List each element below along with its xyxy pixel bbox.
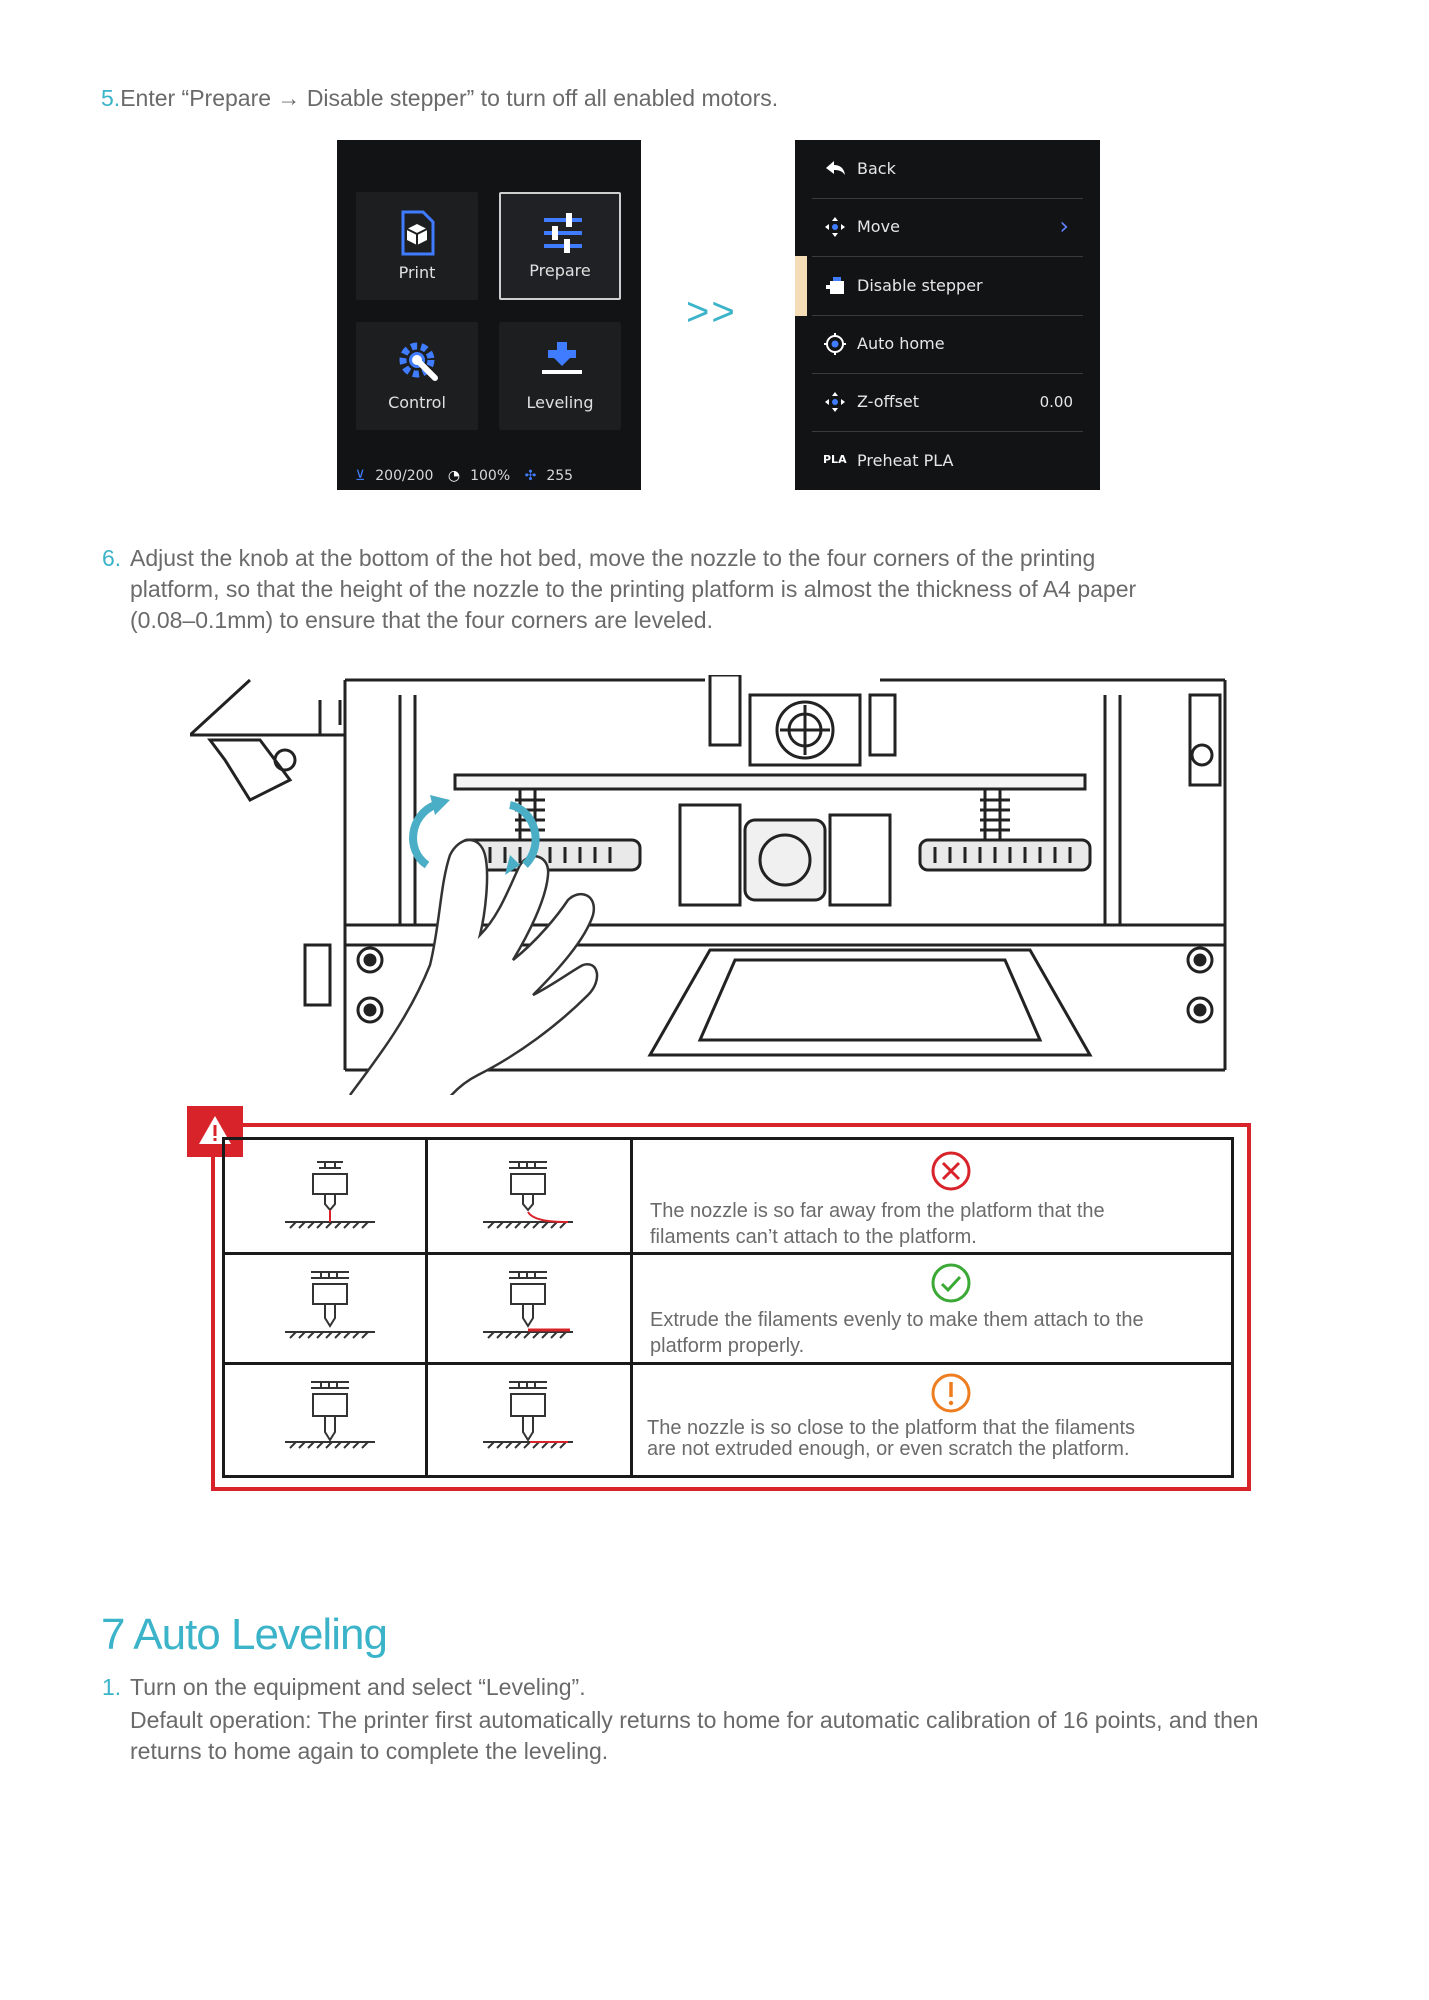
home-target-icon: [824, 333, 846, 355]
check-circle-icon: [931, 1263, 971, 1303]
menu-item-back-label: Back: [857, 159, 896, 178]
speed-icon: ◔: [447, 468, 461, 484]
nozzle-close-diagram: [285, 1381, 375, 1449]
tile-prepare[interactable]: Prepare: [499, 192, 621, 300]
status-bar: ⊻ 200/200 ◔ 100% ✣ 255: [355, 468, 583, 490]
back-arrow-icon: [826, 161, 845, 175]
nozzle-temp-icon: ⊻: [355, 468, 366, 484]
print-speed: 100%: [470, 468, 511, 484]
row-far-line-1: The nozzle is so far away from the platf…: [650, 1200, 1105, 1222]
menu-item-auto-home[interactable]: Auto home: [812, 315, 1083, 374]
step6-text: Adjust the knob at the bottom of the hot…: [130, 543, 1310, 636]
tile-leveling[interactable]: Leveling: [499, 322, 621, 430]
section7-step1-line-1: Default operation: The printer first aut…: [130, 1707, 1259, 1733]
flow-arrow: >>: [686, 290, 737, 334]
menu-item-disable-stepper-label: Disable stepper: [857, 276, 983, 295]
chevron-right-icon: ›: [1059, 212, 1069, 240]
step6-number: 6.: [102, 543, 121, 574]
fan-icon: ✣: [524, 468, 537, 484]
nozzle-proper-diagram: [285, 1271, 375, 1339]
selection-indicator: [795, 256, 807, 316]
control-gear-wrench-icon: [399, 342, 438, 381]
section-7-title: 7 Auto Leveling: [101, 1610, 388, 1659]
tile-print-label: Print: [398, 263, 436, 282]
step6-line-3: (0.08–0.1mm) to ensure that the four cor…: [130, 607, 713, 633]
nozzle-far-diagram: [483, 1161, 573, 1229]
table-divider: [225, 1252, 1231, 1255]
tile-control[interactable]: Control: [356, 322, 478, 430]
table-divider: [225, 1362, 1231, 1365]
step5-body: Enter “Prepare → Disable stepper” to tur…: [120, 85, 779, 111]
printer-bed-knob-illustration: [190, 675, 1227, 1095]
x-circle-icon: [931, 1151, 971, 1191]
menu-item-preheat-pla-label: Preheat PLA: [857, 451, 954, 470]
leveling-result-table-frame: [211, 1123, 1251, 1491]
row-close-line-1: The nozzle is so close to the platform t…: [647, 1417, 1136, 1439]
nozzle-close-diagram: [483, 1381, 573, 1449]
pla-icon: PLA: [823, 453, 847, 466]
row-close-line-2: are not extruded enough, or even scratch…: [647, 1438, 1130, 1460]
row-close-description: The nozzle is so close to the platform t…: [647, 1418, 1135, 1460]
step6-line-2: platform, so that the height of the nozz…: [130, 576, 1137, 602]
tile-control-label: Control: [388, 393, 446, 412]
z-offset-icon: [825, 392, 845, 412]
menu-item-move[interactable]: Move ›: [812, 198, 1083, 257]
row-far-description: The nozzle is so far away from the platf…: [650, 1198, 1105, 1250]
leveling-icon: [542, 342, 582, 374]
step6-line-1: Adjust the knob at the bottom of the hot…: [130, 545, 1096, 571]
nozzle-far-diagram: [285, 1161, 375, 1229]
menu-item-move-label: Move: [857, 217, 900, 236]
prepare-sliders-icon: [544, 213, 582, 253]
step6-number-text: 6.: [102, 545, 122, 571]
tile-print[interactable]: Print: [356, 192, 478, 300]
section7-step1-title: Turn on the equipment and select “Leveli…: [130, 1674, 586, 1700]
move-icon: [825, 217, 845, 237]
menu-item-z-offset-label: Z-offset: [857, 392, 920, 411]
menu-item-preheat-pla[interactable]: PLA Preheat PLA: [812, 432, 1083, 490]
step5-number: 5.: [101, 85, 121, 111]
z-offset-value: 0.00: [1039, 393, 1073, 411]
tile-prepare-label: Prepare: [529, 261, 591, 280]
section7-step1-number-text: 1.: [102, 1674, 122, 1700]
stepper-icon: [826, 277, 844, 294]
lcd-main-menu-screen: Print Prepare Control Leveling ⊻: [337, 140, 641, 490]
row-proper-line-2: platform properly.: [650, 1335, 805, 1357]
menu-item-auto-home-label: Auto home: [857, 334, 945, 353]
nozzle-proper-diagram: [483, 1271, 573, 1339]
leveling-result-table: The nozzle is so far away from the platf…: [222, 1137, 1234, 1478]
table-divider: [425, 1140, 428, 1475]
menu-item-back[interactable]: Back: [812, 140, 1083, 199]
row-proper-description: Extrude the filaments evenly to make the…: [650, 1307, 1144, 1359]
lcd-prepare-menu-screen: Back Move › Disable stepper Auto home Z-…: [795, 140, 1100, 490]
section7-step1-line-2: returns to home again to complete the le…: [130, 1738, 609, 1764]
section7-step1: Turn on the equipment and select “Leveli…: [130, 1672, 1380, 1767]
menu-item-disable-stepper[interactable]: Disable stepper: [812, 257, 1083, 316]
table-divider: [630, 1140, 633, 1475]
row-far-line-2: filaments can’t attach to the platform.: [650, 1226, 977, 1248]
print-cube-icon: [401, 210, 435, 256]
section7-step1-number: 1.: [102, 1672, 121, 1703]
tile-leveling-label: Leveling: [526, 393, 594, 412]
menu-item-z-offset[interactable]: Z-offset 0.00: [812, 373, 1083, 432]
nozzle-temp: 200/200: [375, 468, 434, 484]
exclamation-circle-icon: [931, 1373, 971, 1413]
step5-text: 5.Enter “Prepare → Disable stepper” to t…: [101, 83, 778, 114]
row-proper-line-1: Extrude the filaments evenly to make the…: [650, 1309, 1144, 1331]
fan-speed: 255: [546, 468, 574, 484]
